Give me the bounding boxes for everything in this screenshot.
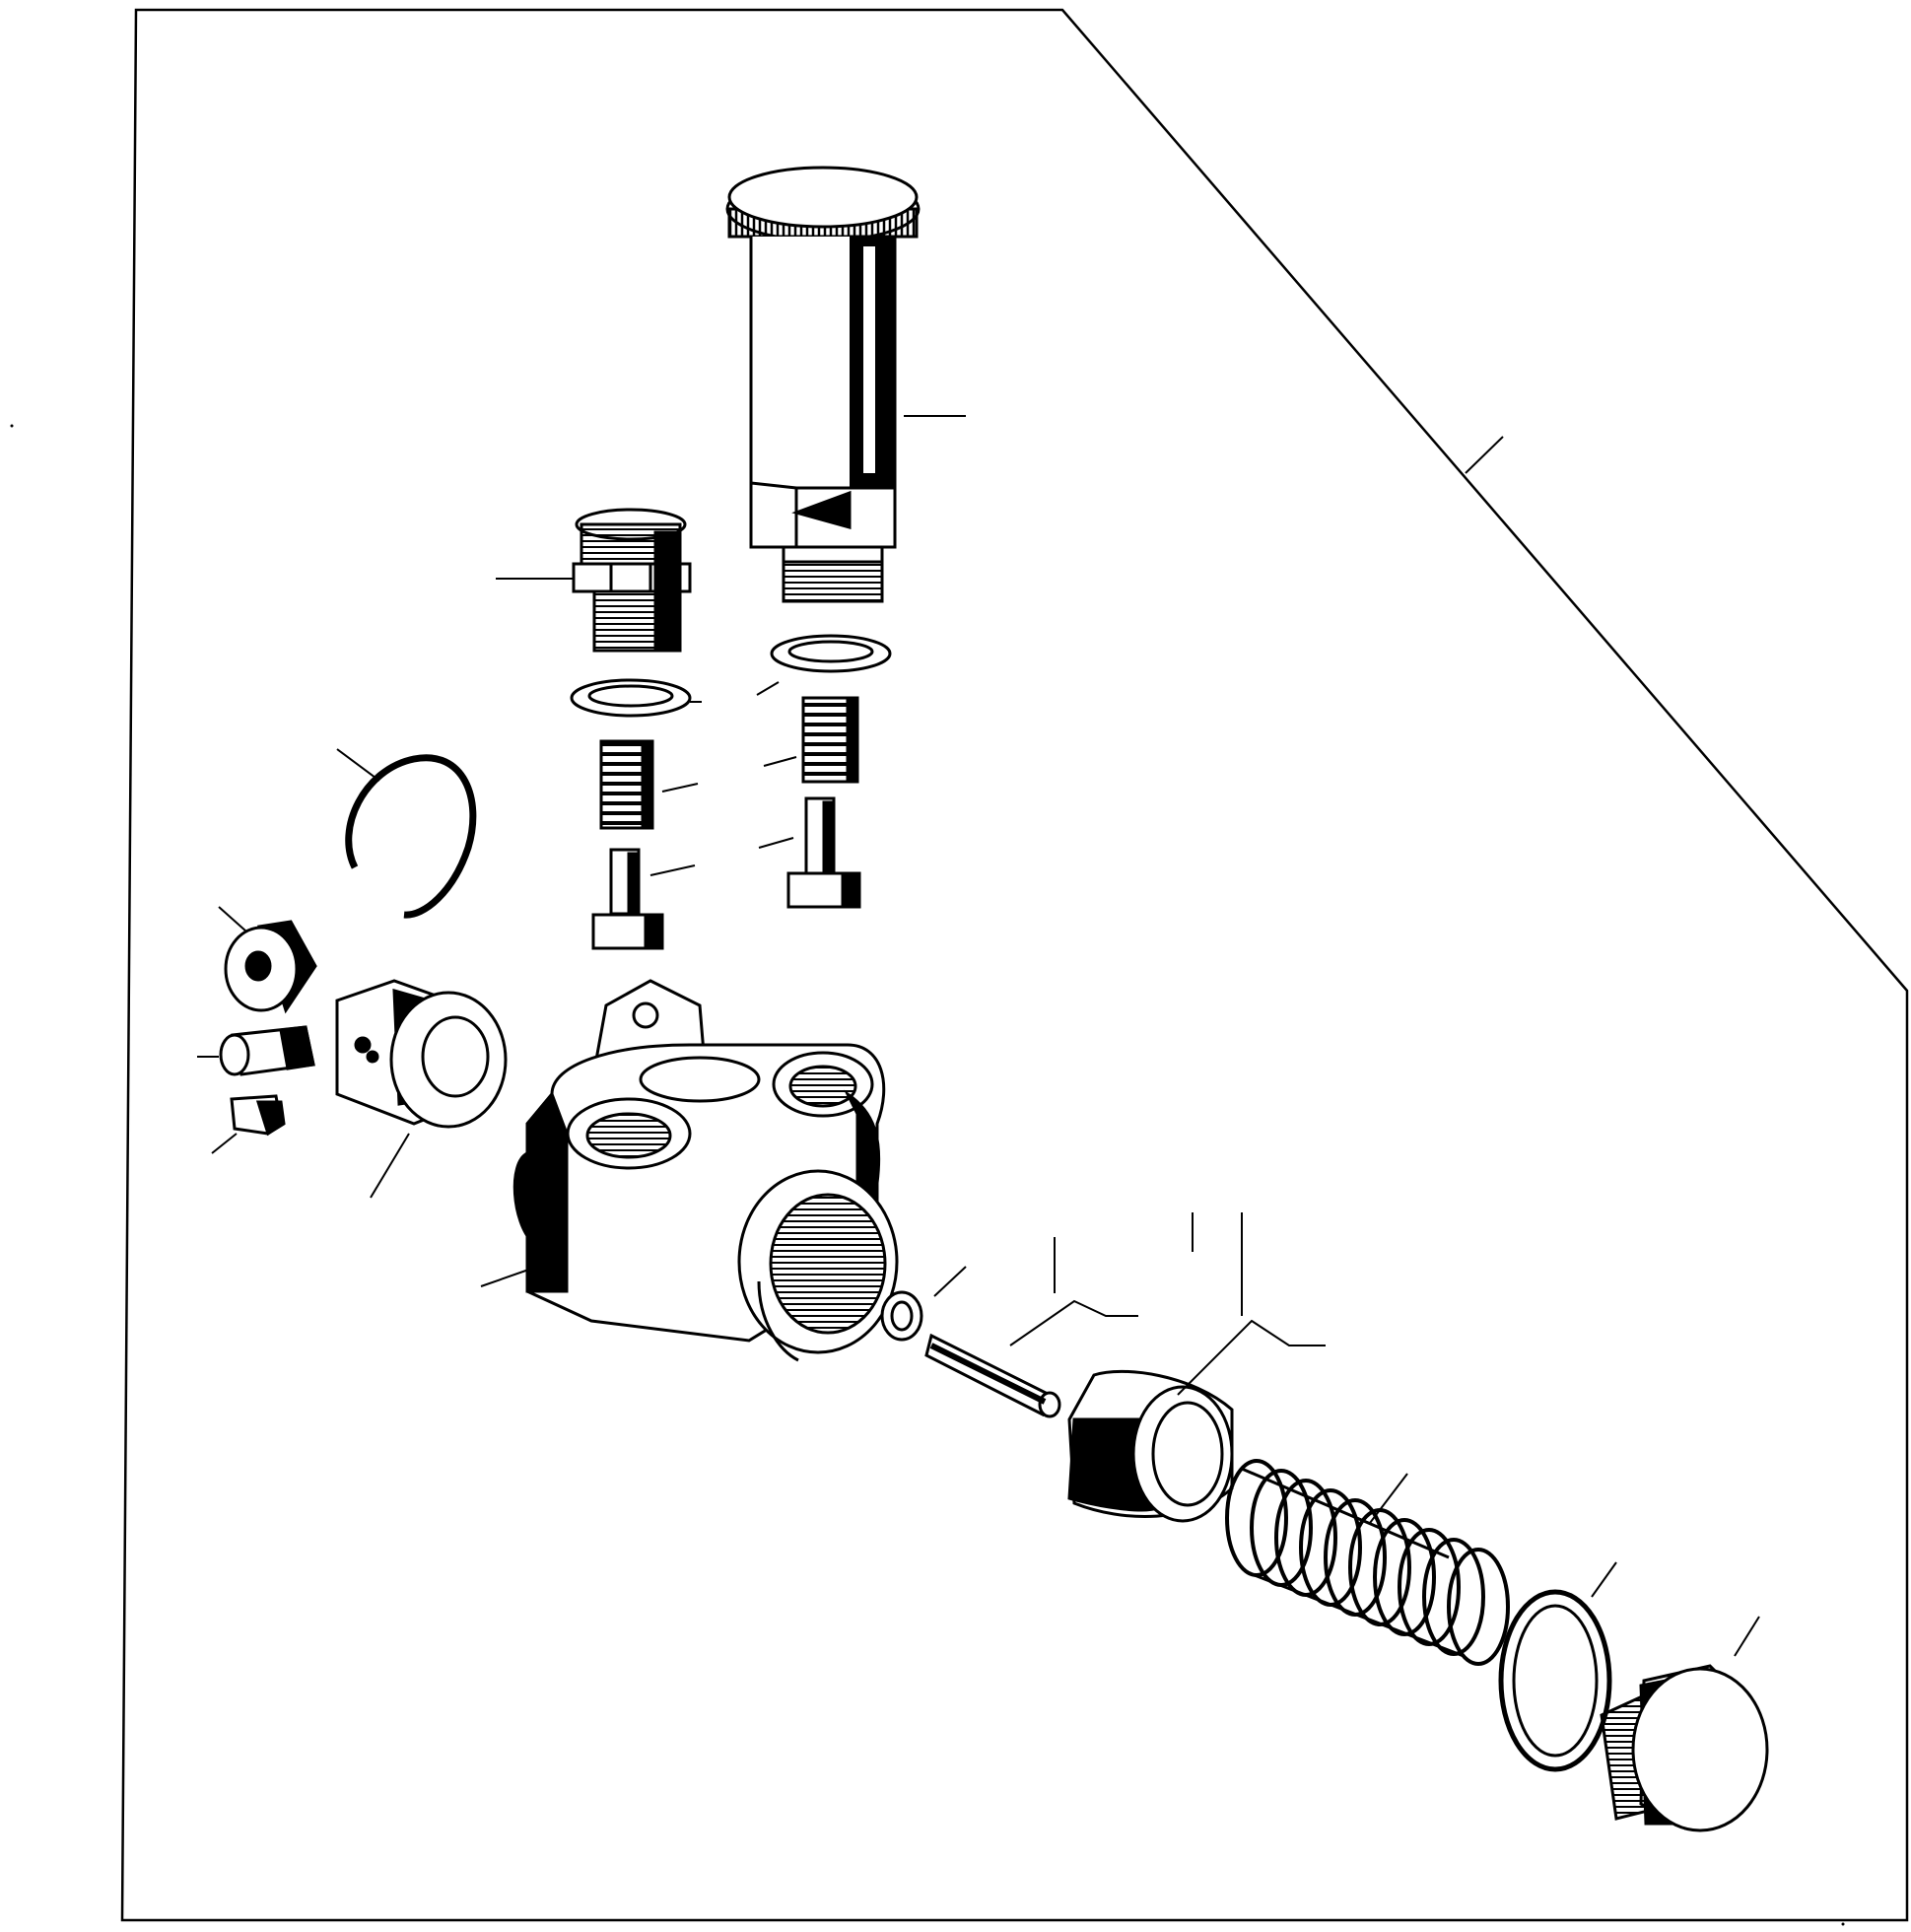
piston-spring: [1227, 1461, 1508, 1664]
callout-line-valve-right: [759, 838, 793, 848]
roller-pin: [221, 1027, 313, 1074]
callout-line-valve-left: [650, 865, 695, 875]
callout-line-o-ring: [934, 1267, 966, 1296]
pump-housing: [514, 981, 897, 1360]
pin-clip: [232, 1096, 284, 1134]
valve-spring-right: [803, 698, 857, 782]
drawing-frame: [122, 10, 1907, 1920]
valve-spring-left: [601, 741, 652, 828]
callout-line-housing: [481, 1267, 537, 1286]
valve-right: [788, 798, 859, 907]
callout-line-spring-left: [662, 784, 698, 792]
scan-speck: [10, 424, 14, 428]
scan-speck: [1841, 1922, 1845, 1926]
hand-primer-pump-cylinder: [727, 168, 919, 601]
screw-plug: [1602, 1666, 1767, 1830]
callout-line-washer-right: [757, 682, 779, 695]
tappet: [337, 981, 506, 1127]
plug-gasket: [1501, 1592, 1609, 1769]
callout-line-roller: [219, 907, 246, 932]
callout-line-plug-gasket: [1592, 1562, 1616, 1597]
callout-line-piston-spring: [1370, 1474, 1407, 1523]
piston: [1069, 1371, 1232, 1521]
sealing-washer-right: [772, 636, 890, 671]
push-rod: [926, 1336, 1059, 1416]
callout-line-tappet: [371, 1134, 409, 1198]
callout-line-pin-clip: [212, 1134, 237, 1153]
callout-line-assembly: [1466, 437, 1503, 473]
banjo-union-fitting: [574, 510, 690, 651]
valve-left: [593, 850, 662, 948]
callout-line-snap-ring: [337, 749, 379, 781]
o-ring: [882, 1292, 921, 1340]
callout-line-piston: [1178, 1212, 1326, 1395]
callout-line-screw-plug: [1735, 1617, 1759, 1656]
sealing-washer-left: [572, 680, 690, 716]
snap-ring: [349, 758, 473, 915]
callout-line-push-rod: [1010, 1237, 1138, 1346]
roller: [226, 922, 315, 1010]
callout-line-spring-right: [764, 757, 796, 766]
